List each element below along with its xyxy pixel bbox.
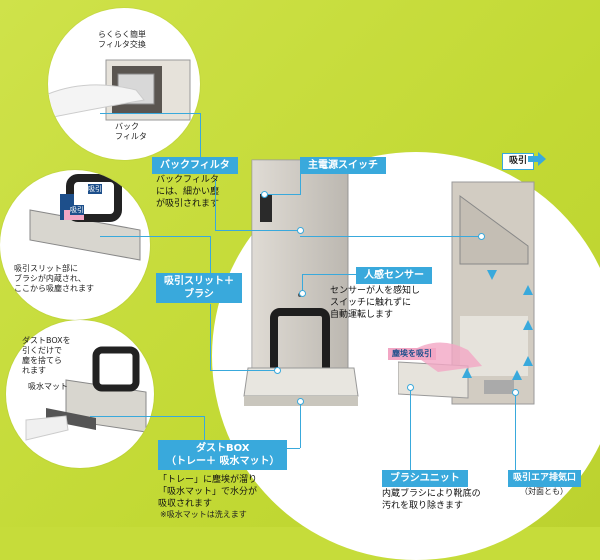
airflow-arrow-up-3 <box>523 356 533 366</box>
connector-slit-v2 <box>210 304 211 370</box>
photo2-text: 吸引スリット部に ブラシが内蔵され、 ここから吸塵されます <box>14 264 94 293</box>
dot-dustbox <box>297 398 304 405</box>
suction-arrow-icon <box>528 152 546 166</box>
label-main-switch: 主電源スイッチ <box>300 157 386 174</box>
label-sensor: 人感センサー <box>356 267 432 284</box>
desc-dust-box: 「トレー」に塵埃が溜り 「吸水マット」で水分が 吸収されます <box>158 475 258 509</box>
connector-main-switch-v <box>300 171 301 194</box>
dust-box-note: ※吸水マットは洗えます <box>160 510 247 519</box>
label-back-filter: バックフィルタ <box>152 157 238 174</box>
connector-back-filter-v2 <box>215 180 216 230</box>
desc-back-filter: バックフィルタ には、細かい塵 が吸引されます <box>156 175 220 209</box>
dot-filter <box>297 227 304 234</box>
dot-slit <box>274 367 281 374</box>
connector-slit-h2 <box>210 370 276 371</box>
connector-slit-h <box>100 236 210 237</box>
connector-sensor-v <box>302 274 303 292</box>
connector-back-filter-h2 <box>215 230 298 231</box>
airflow-arrow-up-1 <box>523 285 533 295</box>
dot-crosssection <box>478 233 485 240</box>
photo-dust-box <box>6 320 154 468</box>
photo3-mat: 吸水マット <box>28 382 68 391</box>
connector-main-switch-h <box>264 194 301 195</box>
airflow-arrow-up-5 <box>512 370 522 380</box>
photo2-badge1: 吸引 <box>88 184 102 194</box>
label-brush-unit: ブラシユニット <box>382 470 468 487</box>
desc-brush-unit: 内蔵ブラシにより靴底の 汚れを取り除きます <box>382 489 481 511</box>
exhaust-sub: （対面とも） <box>520 487 568 496</box>
photo3-text: ダストBOXを 引くだけで 塵を捨てら れます <box>22 336 71 375</box>
connector-dustbox-v2 <box>300 400 301 448</box>
device-front-view <box>243 159 359 406</box>
connector-dustbox-h2 <box>262 448 300 449</box>
device-cross-section <box>398 181 535 405</box>
dot-exhaust <box>512 389 519 396</box>
connector-sensor <box>302 274 356 275</box>
connector-slit-v <box>210 236 211 273</box>
label-suction-slit: 吸引スリット＋ ブラシ <box>156 273 242 303</box>
connector-back-filter-v <box>200 113 201 157</box>
connector-dustbox-v <box>204 416 205 440</box>
slit-photo-illustration <box>29 174 141 261</box>
filter-photo-illustration <box>48 59 191 121</box>
airflow-arrow-up-2 <box>523 320 533 330</box>
photo2-badge2: 吸引 <box>70 205 84 215</box>
connector-back-filter-h <box>100 113 200 114</box>
connector-brush-v <box>410 388 411 470</box>
label-exhaust: 吸引エア排気口 <box>508 470 582 487</box>
photo-suction-slit <box>0 170 150 320</box>
dot-brush <box>407 384 414 391</box>
label-dust-box: ダストBOX （トレー＋ 吸水マット） <box>158 440 288 470</box>
dot-main-switch <box>261 191 268 198</box>
desc-sensor: センサーが人を感知し スイッチに触れずに 自動運転します <box>330 286 421 320</box>
photo1-top-text: らくらく簡単 フィルタ交換 <box>98 30 146 49</box>
dust-suction-tag: 塵埃を吸引 <box>388 348 436 360</box>
dustbox-photo-illustration <box>25 346 147 441</box>
dot-sensor <box>299 290 306 297</box>
photo1-side-text: バック フィルタ <box>115 122 147 141</box>
connector-exhaust-v <box>515 392 516 470</box>
photo-filter-exchange <box>48 8 200 160</box>
connector-crosssection-h <box>300 236 480 237</box>
airflow-arrow-down <box>487 270 497 280</box>
airflow-arrow-up-4 <box>462 368 472 378</box>
connector-dustbox-h <box>90 416 204 417</box>
